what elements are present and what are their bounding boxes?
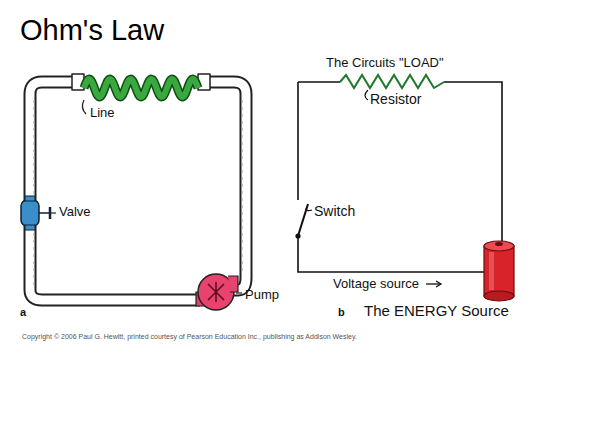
slide-title: Ohm's Law: [20, 14, 164, 47]
leader-arrow: [426, 281, 441, 287]
leader-line: [306, 208, 312, 211]
annotation: The ENERGY Source: [364, 303, 509, 320]
panel-letter: a: [20, 306, 26, 318]
leader-line: [82, 100, 86, 114]
panel-letter: b: [338, 306, 345, 318]
annotation: The Circuits "LOAD": [326, 56, 444, 70]
part-label: Resistor: [370, 92, 421, 107]
resistor-symbol: [340, 75, 444, 88]
copyright-note: Copyright © 2006 Paul G. Hewitt, printed…: [22, 333, 357, 341]
leader-line: [365, 90, 368, 100]
part-label: Pump: [245, 288, 279, 302]
hose-coil: [84, 79, 198, 97]
water-circuit: [30, 74, 246, 300]
part-label: Switch: [314, 204, 355, 219]
valve-symbol: [21, 196, 56, 230]
pump-symbol: [196, 274, 242, 310]
part-label: Voltage source: [333, 277, 419, 291]
battery-symbol: [484, 241, 514, 301]
hose-coil: [84, 79, 198, 97]
part-label: Line: [90, 106, 115, 120]
part-label: Valve: [59, 205, 91, 219]
hose-coil: [84, 79, 198, 97]
electric-circuit: [298, 82, 502, 272]
